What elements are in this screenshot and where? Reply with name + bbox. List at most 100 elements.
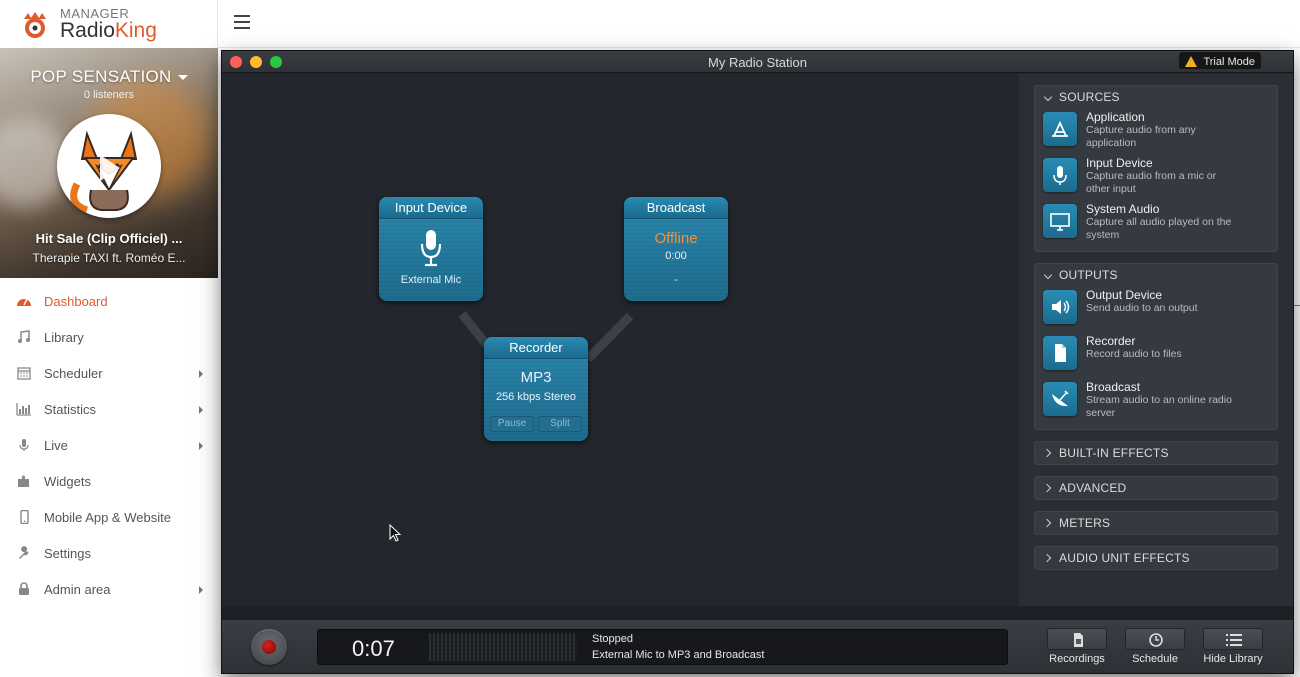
- canvas-footer: [222, 606, 1293, 619]
- dashboard-icon: [16, 294, 32, 308]
- monitor-icon: [1043, 204, 1077, 238]
- block-connections: [458, 311, 634, 363]
- trial-mode-label: Trial Mode: [1203, 55, 1255, 68]
- broadcast-detail: -: [674, 274, 678, 286]
- audio-unit-effects-section[interactable]: AUDIO UNIT EFFECTS: [1034, 546, 1278, 570]
- library-item-desc: Record audio to files: [1086, 348, 1182, 360]
- microphone-icon: [1043, 158, 1077, 192]
- chevron-right-icon: [199, 406, 203, 414]
- app-store-icon: [1043, 112, 1077, 146]
- sidebar-item-label: Library: [44, 329, 84, 345]
- recorder-block[interactable]: Recorder MP3 256 kbps Stereo Pause Split: [484, 337, 588, 441]
- window-title: My Radio Station: [708, 55, 807, 70]
- audio-hijack-window: My Radio Station Trial Mode Input Device…: [221, 50, 1294, 674]
- sidebar-item-mobile-app[interactable]: Mobile App & Website: [0, 499, 218, 535]
- recorder-quality: 256 kbps Stereo: [495, 391, 577, 403]
- session-canvas[interactable]: Input Device External Mic Broadcast Offl…: [222, 74, 1018, 606]
- block-title: Input Device: [379, 197, 483, 219]
- split-button[interactable]: Split: [538, 416, 582, 432]
- pause-button[interactable]: Pause: [490, 416, 534, 432]
- elapsed-time: 0:07: [352, 636, 395, 661]
- hamburger-menu-icon[interactable]: [234, 15, 250, 31]
- schedule-button[interactable]: [1125, 628, 1185, 650]
- mouse-cursor-icon: [389, 524, 401, 542]
- advanced-section[interactable]: ADVANCED: [1034, 476, 1278, 500]
- station-selector[interactable]: POP SENSATION: [0, 67, 218, 87]
- radioking-logo[interactable]: MANAGER RadioKing: [0, 0, 218, 48]
- library-panel: SOURCES Application Capture audio from a…: [1019, 74, 1293, 606]
- output-output-device[interactable]: Output Device Send audio to an output: [1035, 286, 1277, 332]
- library-item-desc: Stream audio to an online radio server: [1086, 394, 1232, 419]
- session-status: Stopped: [592, 633, 633, 645]
- hide-library-button[interactable]: [1203, 628, 1263, 650]
- built-in-effects-section[interactable]: BUILT-IN EFFECTS: [1034, 441, 1278, 465]
- sidebar-item-label: Live: [44, 437, 68, 453]
- window-titlebar[interactable]: My Radio Station Trial Mode: [222, 51, 1293, 73]
- library-item-desc: Capture all audio played on the system: [1086, 216, 1232, 241]
- library-item-desc: Capture audio from a mic or other input: [1086, 170, 1217, 195]
- source-input-device[interactable]: Input Device Capture audio from a mic or…: [1035, 154, 1277, 200]
- sidebar-item-widgets[interactable]: Widgets: [0, 463, 218, 499]
- sources-header[interactable]: SOURCES: [1035, 86, 1277, 108]
- recordings-label: Recordings: [1049, 653, 1105, 665]
- chevron-right-icon: [199, 586, 203, 594]
- close-window-button[interactable]: [230, 56, 242, 68]
- library-item-name: Input Device: [1086, 156, 1153, 170]
- sources-section: SOURCES Application Capture audio from a…: [1034, 85, 1278, 252]
- sidebar-item-admin-area[interactable]: Admin area: [0, 571, 218, 607]
- list-icon: [1226, 634, 1242, 646]
- record-icon: [262, 640, 276, 654]
- music-note-icon: [16, 330, 32, 344]
- puzzle-icon: [16, 474, 32, 488]
- record-button[interactable]: [251, 629, 287, 665]
- sidebar-item-dashboard[interactable]: Dashboard: [0, 283, 218, 319]
- broadcast-status: Offline: [654, 230, 698, 247]
- sidebar-item-statistics[interactable]: Statistics: [0, 391, 218, 427]
- level-meter: [429, 633, 577, 661]
- play-icon[interactable]: [100, 155, 120, 181]
- top-bar: [218, 0, 1300, 48]
- source-application[interactable]: Application Capture audio from any appli…: [1035, 108, 1277, 154]
- library-item-desc: Send audio to an output: [1086, 302, 1198, 314]
- outputs-section: OUTPUTS Output Device Send audio to an o…: [1034, 263, 1278, 430]
- sidebar-item-label: Admin area: [44, 581, 111, 597]
- control-bar: 0:07 Stopped External Mic to MP3 and Bro…: [222, 619, 1293, 673]
- chevron-right-icon: [1042, 448, 1052, 458]
- minimize-window-button[interactable]: [250, 56, 262, 68]
- sidebar-item-label: Statistics: [44, 401, 97, 417]
- sidebar-item-label: Widgets: [44, 473, 91, 489]
- sidebar-item-label: Dashboard: [44, 293, 108, 309]
- chevron-right-icon: [1042, 483, 1052, 493]
- recorder-format: MP3: [520, 369, 552, 386]
- library-item-name: Recorder: [1086, 334, 1136, 348]
- document-icon: [1043, 336, 1077, 370]
- input-device-block[interactable]: Input Device External Mic: [379, 197, 483, 301]
- output-recorder[interactable]: Recorder Record audio to files: [1035, 332, 1277, 378]
- chevron-right-icon: [199, 442, 203, 450]
- sidebar-item-library[interactable]: Library: [0, 319, 218, 355]
- library-item-name: Output Device: [1086, 288, 1163, 302]
- output-broadcast[interactable]: Broadcast Stream audio to an online radi…: [1035, 378, 1277, 424]
- accent-line: [1290, 305, 1300, 306]
- sidebar-item-live[interactable]: Live: [0, 427, 218, 463]
- library-item-name: System Audio: [1086, 202, 1160, 216]
- meters-section[interactable]: METERS: [1034, 511, 1278, 535]
- station-player: POP SENSATION 0 listeners Hit Sale (Clip…: [0, 48, 218, 278]
- warning-icon: [1185, 56, 1198, 67]
- trial-mode-badge[interactable]: Trial Mode: [1179, 52, 1261, 69]
- sidebar-item-scheduler[interactable]: Scheduler: [0, 355, 218, 391]
- microphone-icon: [420, 230, 442, 267]
- recordings-button[interactable]: [1047, 628, 1107, 650]
- broadcast-block[interactable]: Broadcast Offline 0:00 -: [624, 197, 728, 301]
- chevron-down-icon: [1043, 92, 1053, 102]
- outputs-header[interactable]: OUTPUTS: [1035, 264, 1277, 286]
- wrench-icon: [16, 546, 32, 560]
- zoom-window-button[interactable]: [270, 56, 282, 68]
- listener-count: 0 listeners: [83, 89, 135, 101]
- recordings-icon: [1074, 633, 1083, 647]
- library-item-name: Broadcast: [1086, 380, 1141, 394]
- source-system-audio[interactable]: System Audio Capture all audio played on…: [1035, 200, 1277, 246]
- chevron-right-icon: [199, 370, 203, 378]
- session-display: 0:07 Stopped External Mic to MP3 and Bro…: [317, 629, 1008, 665]
- sidebar-item-settings[interactable]: Settings: [0, 535, 218, 571]
